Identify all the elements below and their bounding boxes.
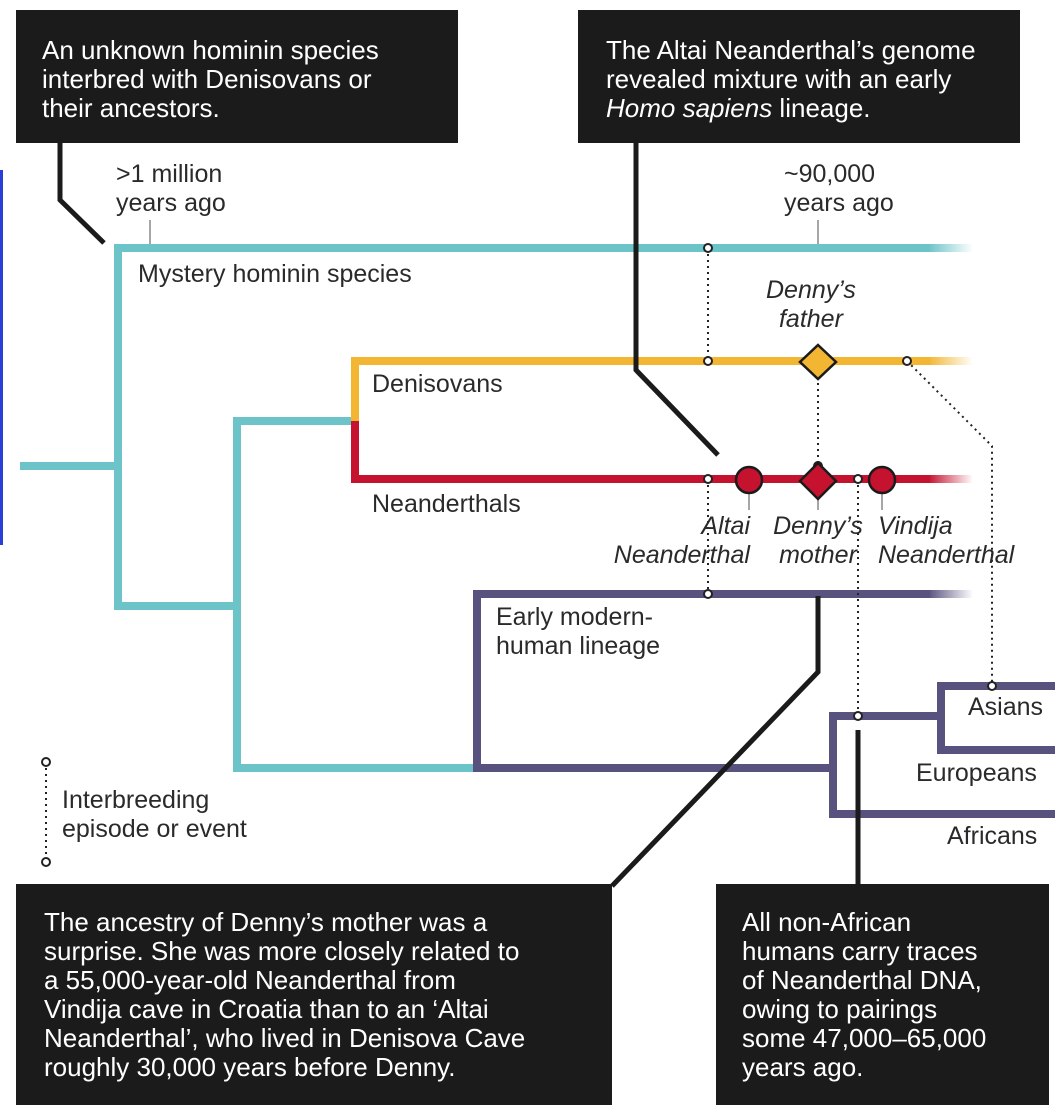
neanderthal-fade <box>928 475 973 483</box>
altai-genome-callout: The Altai Neanderthal’s genome revealed … <box>578 10 1020 143</box>
time-ticks <box>149 220 883 510</box>
label-early-modern-human: Early modern- human lineage <box>496 603 661 660</box>
non-african-callout-text: All non-African humans carry traces of N… <box>742 907 987 1082</box>
altai-neanderthal-marker <box>734 465 764 495</box>
unknown-species-callout: An unknown hominin species interbred wit… <box>16 10 458 143</box>
time-label-million: >1 million years ago <box>116 160 226 217</box>
label-vindija-neanderthal: Vindija Neanderthal <box>878 512 1015 569</box>
denny-father-marker <box>798 343 838 381</box>
non-african-callout: All non-African humans carry traces of N… <box>716 884 1049 1105</box>
interbreeding-lines <box>45 248 993 862</box>
denny-mother-callout: The ancestry of Denny’s mother was a sur… <box>16 884 612 1105</box>
denny-mother-callout-text: The ancestry of Denny’s mother was a sur… <box>44 907 526 1082</box>
teal-lineage <box>20 244 930 772</box>
altai-genome-prefix: The Altai Neanderthal’s genome revealed … <box>606 35 976 94</box>
label-altai-neanderthal: Altai Neanderthal <box>613 512 750 569</box>
callout-pointers <box>57 142 861 890</box>
altai-genome-text: The Altai Neanderthal’s genome revealed … <box>606 36 976 123</box>
label-europeans: Europeans <box>916 759 1037 787</box>
homo-sapiens-text: Homo sapiens <box>606 93 773 123</box>
early-modern-fade <box>928 590 973 598</box>
label-denisovans: Denisovans <box>372 370 503 398</box>
left-edge-bar <box>0 170 3 545</box>
modern-human-lineage <box>473 590 1055 818</box>
label-denny-father: Denny’s father <box>766 276 856 333</box>
denny-mother-marker <box>798 461 838 501</box>
altai-genome-suffix: lineage. <box>772 93 871 123</box>
label-mystery-hominin: Mystery hominin species <box>138 260 412 288</box>
label-neanderthals: Neanderthals <box>372 490 521 518</box>
legend-interbreeding-label: Interbreeding episode or event <box>62 786 247 843</box>
label-denny-mother: Denny’s mother <box>773 512 863 569</box>
time-label-ninety-thousand: ~90,000 years ago <box>784 160 894 217</box>
unknown-species-text: An unknown hominin species interbred wit… <box>42 35 379 123</box>
label-africans: Africans <box>947 822 1038 850</box>
mystery-fade <box>928 244 973 252</box>
label-asians: Asians <box>968 693 1044 721</box>
neanderthal-lineage <box>351 421 930 483</box>
vindija-neanderthal-marker <box>867 465 897 495</box>
interbreeding-dots <box>41 243 997 867</box>
denisovan-fade <box>928 357 973 365</box>
